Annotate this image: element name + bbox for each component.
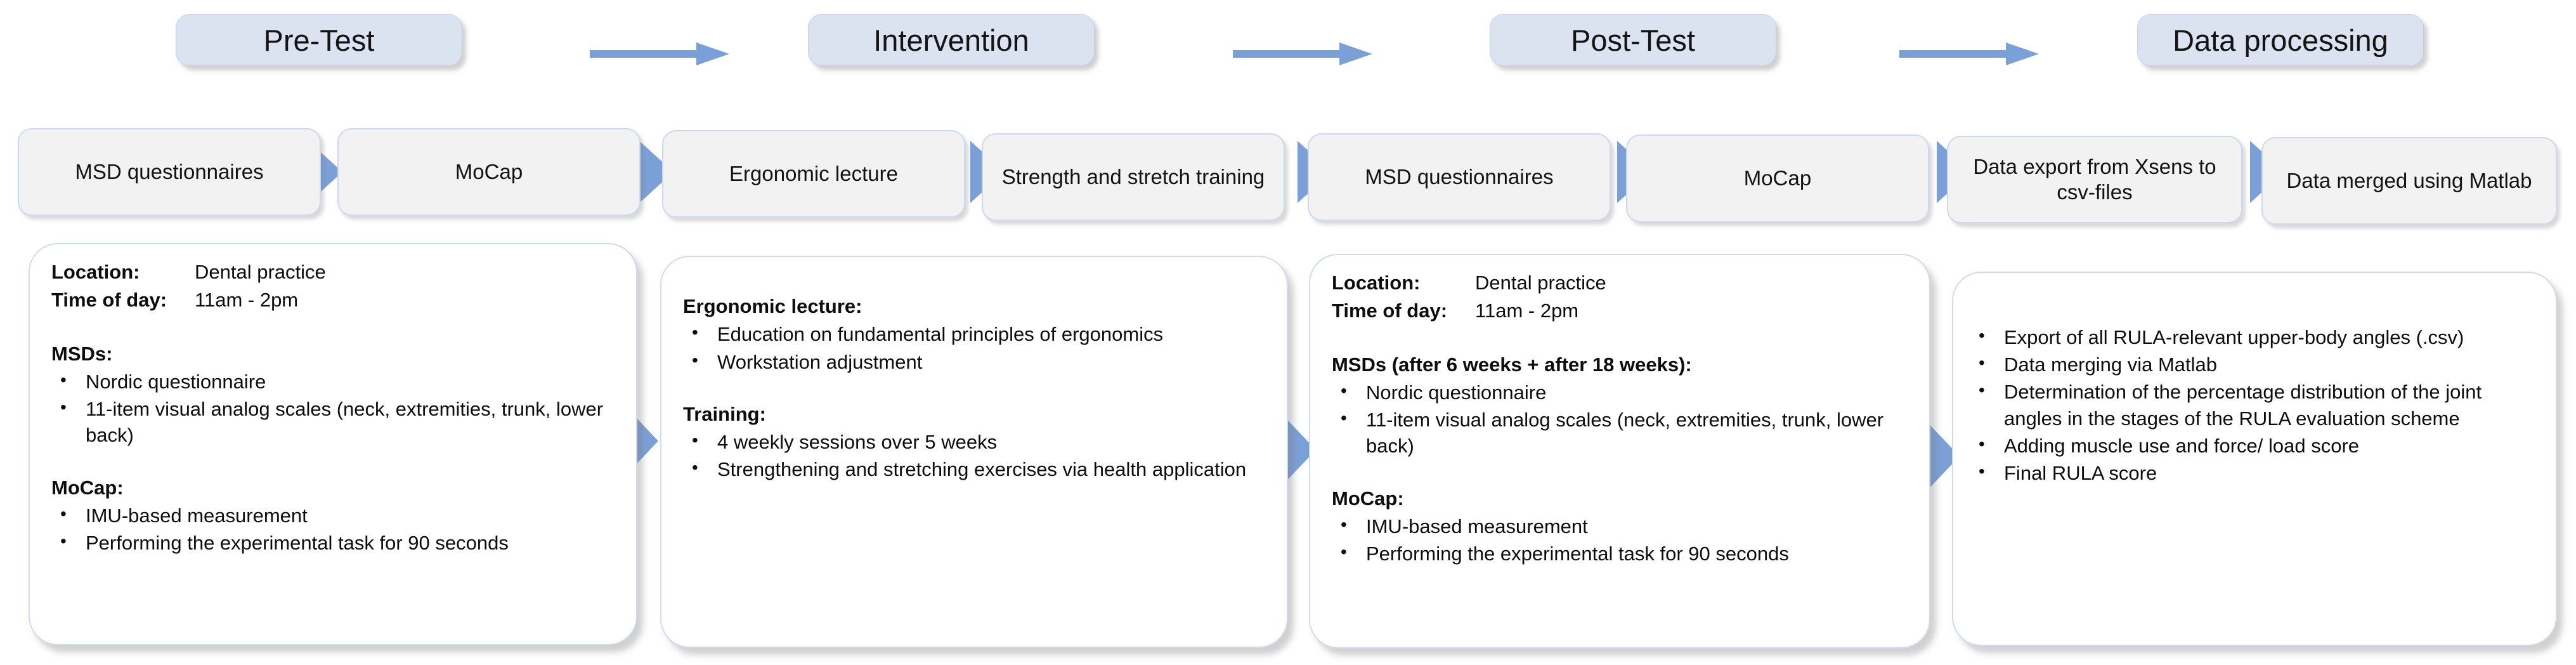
- list-item: Final RULA score: [1970, 459, 2534, 486]
- step-box-label: Ergonomic lecture: [729, 161, 898, 185]
- step-box-mocap-post[interactable]: MoCap: [1626, 135, 1929, 222]
- phase-pill-intervention[interactable]: Intervention: [808, 14, 1095, 66]
- meta-row: Time of day: 11am - 2pm: [1332, 298, 1606, 326]
- step-box-label: Data export from Xsens to csv-files: [1973, 154, 2216, 204]
- list-item: Education on fundamental principles of e…: [683, 320, 1265, 347]
- list-item: Performing the experimental task for 90 …: [51, 529, 615, 556]
- step-box-label: MoCap: [1743, 166, 1812, 190]
- phase-pill-pre-test[interactable]: Pre-Test: [176, 14, 462, 66]
- detail-panel-post-test[interactable]: Location: Dental practice Time of day: 1…: [1309, 254, 1930, 649]
- detail-panel-pre-test[interactable]: Location: Dental practice Time of day: 1…: [29, 243, 637, 645]
- phase-pill-data-processing[interactable]: Data processing: [2137, 14, 2424, 66]
- list-item: Nordic questionnaire: [51, 368, 615, 395]
- section-list-mocap: IMU-based measurement Performing the exp…: [51, 502, 615, 556]
- section-list-data-processing: Export of all RULA-relevant upper-body a…: [1970, 324, 2534, 486]
- list-item: Workstation adjustment: [683, 348, 1265, 375]
- step-box-msd-questionnaires-post[interactable]: MSD questionnaires: [1308, 133, 1611, 221]
- step-box-ergonomic-lecture[interactable]: Ergonomic lecture: [662, 130, 965, 218]
- list-item: Data merging via Matlab: [1970, 351, 2534, 378]
- step-box-data-export-xsens[interactable]: Data export from Xsens to csv-files: [1947, 136, 2242, 223]
- pre-test-meta-table: Location: Dental practice Time of day: 1…: [51, 260, 326, 316]
- step-box-strength-stretch-training[interactable]: Strength and stretch training: [982, 133, 1285, 221]
- section-list-training: 4 weekly sessions over 5 weeks Strengthe…: [683, 428, 1265, 482]
- list-item: Performing the experimental task for 90 …: [1332, 540, 1908, 567]
- step-chevron-2-icon: [634, 141, 680, 203]
- section-heading-msds: MSDs:: [51, 342, 113, 365]
- phase-pill-label: Intervention: [873, 23, 1029, 57]
- panel-chevron-2-icon: [1277, 412, 1321, 487]
- list-item: 11-item visual analog scales (neck, extr…: [51, 395, 615, 448]
- post-test-meta-table: Location: Dental practice Time of day: 1…: [1332, 270, 1606, 327]
- step-box-data-merged-matlab[interactable]: Data merged using Matlab: [2261, 137, 2557, 225]
- list-item: Determination of the percentage distribu…: [1970, 378, 2534, 431]
- list-item: Strengthening and stretching exercises v…: [683, 456, 1265, 482]
- meta-key: Time of day:: [1332, 300, 1448, 322]
- list-item: Adding muscle use and force/ load score: [1970, 432, 2534, 459]
- section-heading-mocap: MoCap:: [1332, 487, 1404, 510]
- section-list-msds: Nordic questionnaire 11-item visual anal…: [51, 368, 615, 449]
- phase-pill-label: Pre-Test: [263, 23, 375, 57]
- phase-pill-label: Data processing: [2173, 23, 2388, 57]
- section-list-ergonomic-lecture: Education on fundamental principles of e…: [683, 320, 1265, 375]
- section-heading-msds: MSDs (after 6 weeks + after 18 weeks):: [1332, 353, 1692, 376]
- list-item: Nordic questionnaire: [1332, 379, 1908, 405]
- section-heading-training: Training:: [683, 402, 766, 425]
- phase-pill-label: Post-Test: [1571, 23, 1695, 57]
- arrow-pretest-to-intervention-icon: [590, 39, 729, 69]
- list-item: Export of all RULA-relevant upper-body a…: [1970, 324, 2534, 350]
- step-box-msd-questionnaires-pre[interactable]: MSD questionnaires: [18, 128, 321, 216]
- panel-chevron-3-icon: [1920, 419, 1965, 494]
- section-heading-ergonomic-lecture: Ergonomic lecture:: [683, 295, 862, 317]
- meta-value: 11am - 2pm: [195, 289, 299, 312]
- meta-value: Dental practice: [195, 261, 326, 283]
- step-box-label: Data merged using Matlab: [2286, 168, 2532, 192]
- list-item: IMU-based measurement: [51, 502, 615, 529]
- meta-key: Location:: [51, 261, 140, 283]
- meta-value: 11am - 2pm: [1475, 300, 1579, 322]
- meta-key: Location:: [1332, 272, 1421, 294]
- meta-key: Time of day:: [51, 289, 167, 312]
- list-item: 11-item visual analog scales (neck, extr…: [1332, 406, 1908, 459]
- section-heading-mocap: MoCap:: [51, 476, 124, 499]
- detail-panel-intervention[interactable]: Ergonomic lecture: Education on fundamen…: [660, 256, 1288, 648]
- list-item: IMU-based measurement: [1332, 513, 1908, 539]
- step-box-mocap-pre[interactable]: MoCap: [337, 128, 641, 216]
- step-box-label: MoCap: [455, 159, 523, 183]
- meta-row: Location: Dental practice: [1332, 270, 1606, 298]
- section-list-msds: Nordic questionnaire 11-item visual anal…: [1332, 379, 1908, 459]
- step-box-label: MSD questionnaires: [75, 159, 264, 183]
- meta-row: Location: Dental practice: [51, 260, 326, 287]
- step-box-label: MSD questionnaires: [1365, 164, 1554, 188]
- arrow-posttest-to-dataprocessing-icon: [1899, 39, 2039, 69]
- arrow-intervention-to-posttest-icon: [1233, 39, 1372, 69]
- step-box-label: Strength and stretch training: [1001, 164, 1265, 188]
- phase-pill-post-test[interactable]: Post-Test: [1490, 14, 1776, 66]
- list-item: 4 weekly sessions over 5 weeks: [683, 428, 1265, 455]
- meta-row: Time of day: 11am - 2pm: [51, 287, 326, 315]
- section-list-mocap: IMU-based measurement Performing the exp…: [1332, 513, 1908, 567]
- meta-value: Dental practice: [1475, 272, 1606, 294]
- detail-panel-data-processing[interactable]: Export of all RULA-relevant upper-body a…: [1952, 272, 2557, 646]
